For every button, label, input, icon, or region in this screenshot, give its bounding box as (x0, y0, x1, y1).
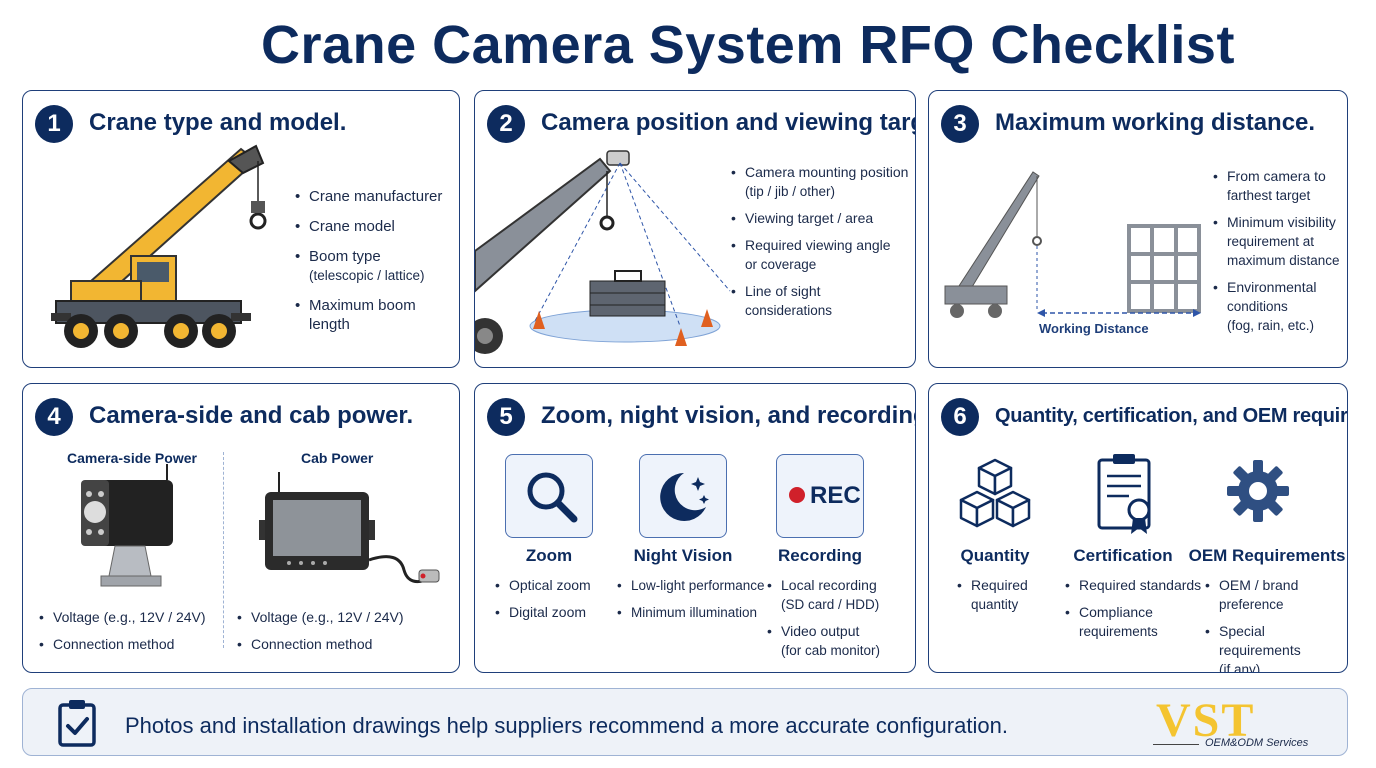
certificate-icon (1097, 454, 1151, 534)
card-title: Zoom, night vision, and recording. (541, 402, 916, 429)
list-item: Video output(for cab monitor) (767, 622, 912, 660)
crane-boom (89, 144, 267, 293)
list-item: Viewing target / area (731, 209, 911, 228)
list-item: Connection method (237, 635, 427, 654)
moon-stars-icon (660, 473, 709, 521)
list-item: Special requirements(if any) (1205, 622, 1345, 672)
card-title: Quantity, certification, and OEM require… (995, 405, 1348, 427)
building-frame (1127, 224, 1201, 313)
camera-view-illustration (475, 150, 731, 354)
boxes-icon (959, 458, 1031, 528)
quantity-label: Quantity (960, 546, 1030, 565)
list-item: Connection method (39, 635, 219, 654)
footer-banner: Photos and installation drawings help su… (22, 688, 1348, 756)
night-vision-bullets: Low-light performance Minimum illuminati… (617, 576, 767, 630)
crane-wheels (64, 314, 236, 348)
card-camera-position: 2 Camera position and viewing target. Ca… (474, 90, 916, 368)
distance-label: Working Distance (1039, 321, 1149, 336)
card-title: Camera-side and cab power. (89, 402, 414, 429)
list-item: Required standards (1065, 576, 1205, 595)
clipboard-check-icon (58, 700, 96, 747)
step-number: 5 (487, 398, 525, 436)
logo-tagline: OEM&ODM Services (1205, 737, 1309, 749)
step-number: 4 (35, 398, 73, 436)
rec-icon (789, 487, 805, 503)
camera-side-power-label: Camera-side Power (67, 450, 197, 466)
load-pallet (589, 270, 666, 317)
logo-divider (1153, 744, 1199, 745)
list-item: Camera mounting position(tip / jib / oth… (731, 163, 911, 201)
list-item: Local recording(SD card / HDD) (767, 576, 912, 614)
page-title: Crane Camera System RFQ Checklist (261, 15, 1235, 75)
footer-text: Photos and installation drawings help su… (125, 713, 1008, 738)
zoom-label: Zoom (525, 546, 573, 565)
card-zoom-night-recording: 5 Zoom, night vision, and recording. REC… (474, 383, 916, 673)
list-item: Maximum boom length (295, 296, 455, 334)
certification-label: Certification (1073, 546, 1173, 565)
step-number: 6 (941, 398, 979, 436)
card-title: Maximum working distance. (995, 109, 1316, 136)
oem-requirements-label: OEM Requirements (1188, 546, 1346, 565)
card-quantity-certification-oem: 6 Quantity, certification, and OEM requi… (928, 383, 1348, 673)
list-item: Crane model (295, 217, 455, 236)
camera-power-bullets: Voltage (e.g., 12V / 24V) Connection met… (39, 608, 219, 662)
bullet-list: Camera mounting position(tip / jib / oth… (731, 163, 911, 328)
night-vision-icon-box (639, 454, 727, 538)
rec-text: REC (810, 482, 861, 509)
step-number: 2 (487, 105, 525, 143)
bullet-list: Crane manufacturer Crane model Boom type… (295, 187, 455, 345)
list-item: Voltage (e.g., 12V / 24V) (237, 608, 427, 627)
recording-bullets: Local recording(SD card / HDD) Video out… (767, 576, 912, 668)
card-crane-type: 1 Crane type and model. Crane manufactur… (22, 90, 460, 368)
list-item: Optical zoom (495, 576, 615, 595)
camera-icon (606, 150, 630, 166)
gear-icon (1227, 460, 1289, 522)
magnifier-icon (527, 472, 578, 523)
vst-logo: VST (1156, 694, 1256, 747)
certification-bullets: Required standards Compliancerequirement… (1065, 576, 1205, 649)
mobile-crane-illustration (51, 144, 267, 348)
list-item: Digital zoom (495, 603, 615, 622)
recording-label: Recording (777, 546, 863, 565)
list-item: Voltage (e.g., 12V / 24V) (39, 608, 219, 627)
cab-power-bullets: Voltage (e.g., 12V / 24V) Connection met… (237, 608, 427, 662)
list-item: Crane manufacturer (295, 187, 455, 206)
night-vision-label: Night Vision (633, 546, 733, 565)
card-working-distance: 3 Maximum working distance. Working Dist… (928, 90, 1348, 368)
camera-device-illustration (81, 464, 173, 587)
zoom-bullets: Optical zoom Digital zoom (495, 576, 615, 630)
card-title: Crane type and model. (89, 109, 347, 136)
card-title: Camera position and viewing target. (541, 109, 916, 136)
step-number: 3 (941, 105, 979, 143)
list-item: Low-light performance (617, 576, 767, 595)
traffic-cone (533, 309, 713, 346)
card-power: 4 Camera-side and cab power. Camera-side… (22, 383, 460, 673)
crane-chassis (55, 300, 242, 324)
recording-icon-box: REC (776, 454, 864, 538)
cab-power-label: Cab Power (301, 450, 374, 466)
distance-illustration (944, 171, 1201, 318)
zoom-icon-box (505, 454, 593, 538)
step-number: 1 (35, 105, 73, 143)
list-item: Boom type(telescopic / lattice) (295, 247, 455, 285)
cab-monitor-illustration (259, 472, 440, 584)
list-item: Minimum illumination (617, 603, 767, 622)
divider (223, 452, 224, 648)
